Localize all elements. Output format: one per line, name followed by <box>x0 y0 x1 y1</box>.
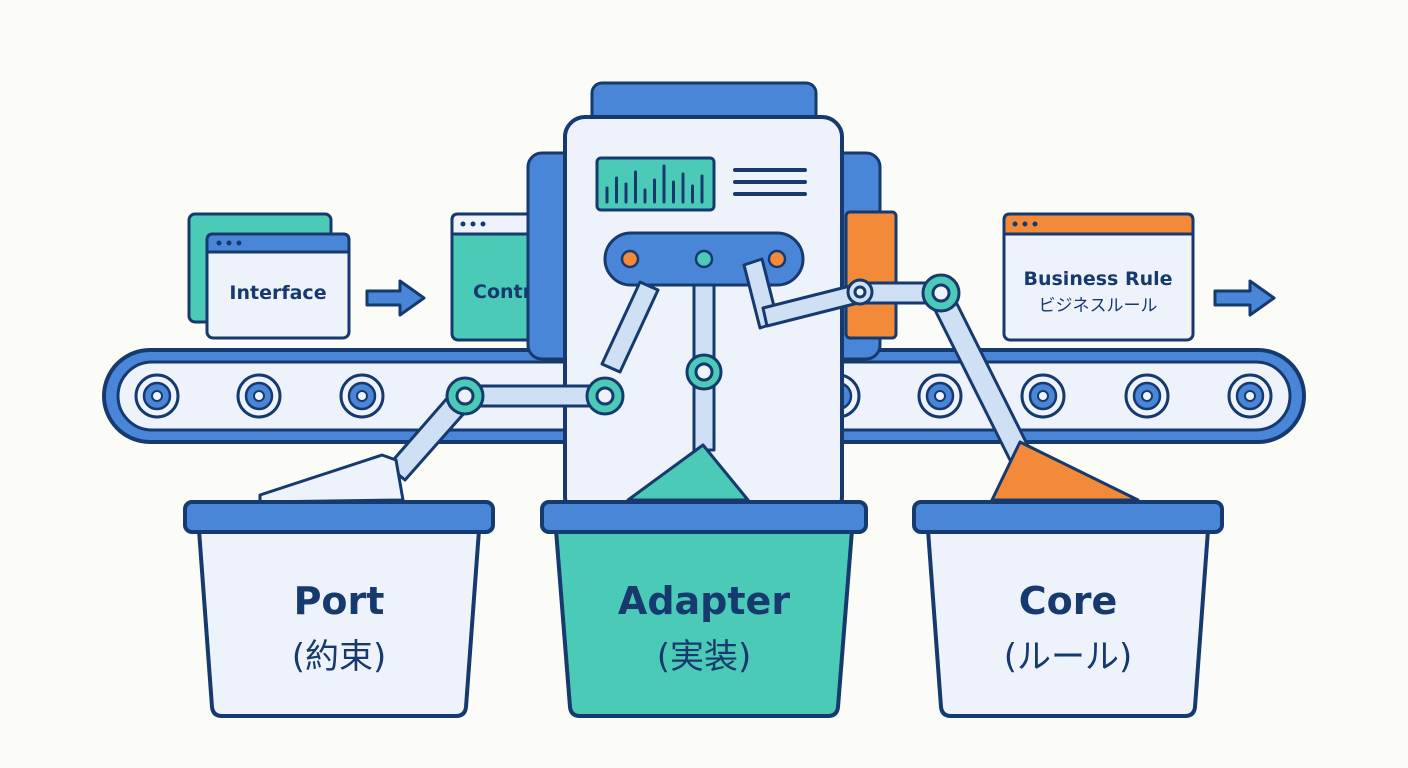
core-subtitle: (ルール) <box>1004 637 1133 677</box>
core-bin: Core (ルール) <box>912 500 1224 718</box>
adapter-subtitle: (実装) <box>657 637 752 677</box>
conveyor-roller-icon <box>339 373 385 419</box>
bar-chart-icon <box>605 164 704 204</box>
window-dots-icon <box>1012 221 1038 227</box>
arrow-right-icon <box>365 279 426 317</box>
window-dots-icon <box>216 240 242 246</box>
window-dots-icon <box>460 221 486 227</box>
adapter-bin: Adapter (実装) <box>540 500 868 718</box>
port-subtitle: (約束) <box>292 637 387 677</box>
core-title: Core <box>1019 579 1118 623</box>
conveyor-roller-icon <box>1020 373 1066 419</box>
arrow-right-icon <box>1213 279 1276 317</box>
conveyor-roller-icon <box>1124 373 1170 419</box>
port-cargo <box>258 453 405 504</box>
conveyor-roller-icon <box>236 373 282 419</box>
business-rule-card: Business Rule ビジネスルール <box>1002 212 1195 342</box>
adapter-title: Adapter <box>618 579 790 623</box>
port-bin: Port (約束) <box>183 500 495 718</box>
conveyor-roller-icon <box>134 373 180 419</box>
text-lines-icon <box>733 168 807 196</box>
business-rule-label: Business Rule <box>1023 268 1172 290</box>
interface-label: Interface <box>229 282 326 304</box>
interface-card: Interface <box>187 212 351 340</box>
business-rule-jp-label: ビジネスルール <box>1039 296 1158 316</box>
port-title: Port <box>294 579 385 623</box>
conveyor-roller-icon <box>1227 373 1273 419</box>
conveyor-roller-icon <box>917 373 963 419</box>
robot-arm-icon <box>386 257 1032 482</box>
